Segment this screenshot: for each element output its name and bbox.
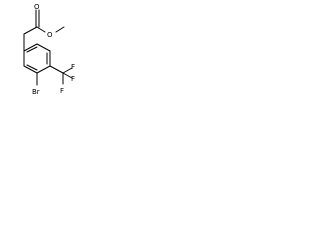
cf3-f-bond: [62, 67, 73, 74]
ring-bond: [23, 43, 38, 52]
molecule-diagram: O O Br F F F: [23, 3, 75, 96]
ring-bond: [36, 43, 51, 52]
ester-bond: [36, 26, 46, 33]
bromine-label: Br: [32, 88, 40, 96]
methyl-bond: [55, 26, 65, 33]
fluorine-label: F: [60, 87, 64, 95]
cf3-bond: [49, 65, 64, 74]
fluorine-label: F: [71, 63, 75, 71]
ring-double-bond: [26, 46, 38, 53]
fluorine-label: F: [71, 75, 75, 83]
cf3-f-bond: [62, 72, 73, 79]
ring-bond: [23, 65, 38, 74]
carbonyl-carbon-bond: [23, 26, 38, 35]
carbonyl-oxygen-label: O: [34, 3, 40, 11]
ring-double-bond: [26, 64, 38, 71]
ester-oxygen-label: O: [47, 31, 53, 39]
benzene-ring: [23, 43, 51, 74]
ring-bond: [36, 65, 51, 74]
